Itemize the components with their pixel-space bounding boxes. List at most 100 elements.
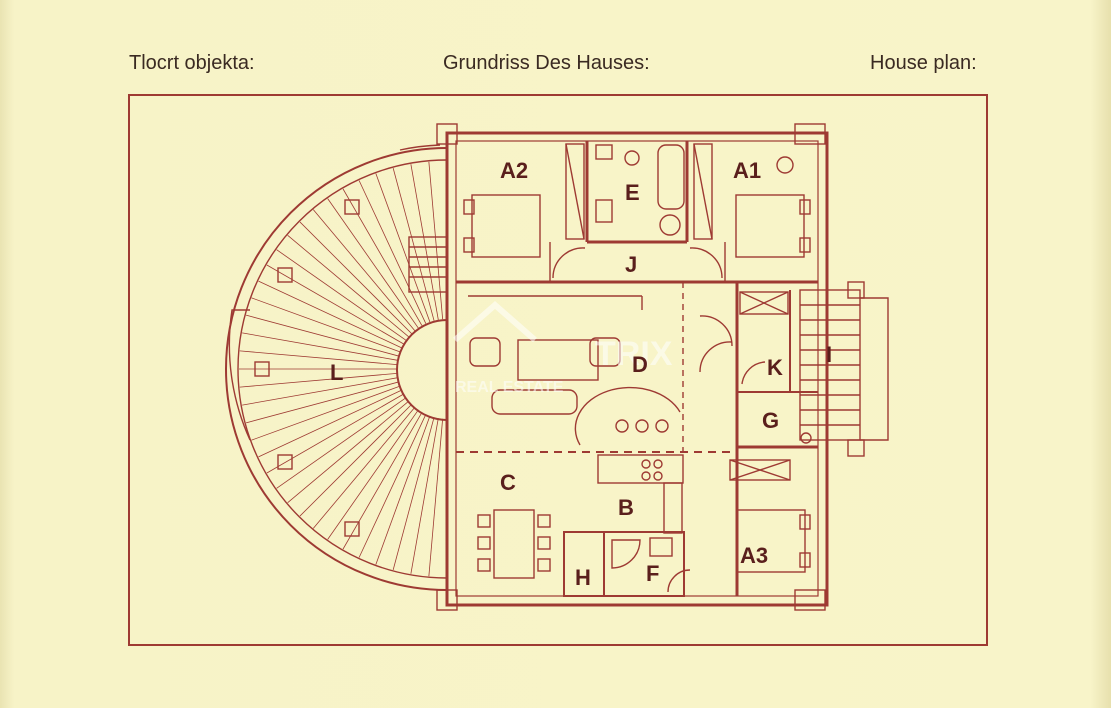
outer-wall <box>445 131 829 607</box>
room-label-c: C <box>500 470 516 495</box>
dining-table <box>493 509 535 579</box>
terrace-plank <box>242 332 398 361</box>
header-croatian: Tlocrt objekta: <box>129 52 255 74</box>
terrace-plank <box>312 407 416 529</box>
armchair <box>589 337 621 367</box>
terrace-plank <box>375 173 431 323</box>
cabinet <box>739 291 789 315</box>
header-german: Grundriss Des Hauses: <box>443 52 650 74</box>
terrace-plank <box>242 377 398 406</box>
terrace-outline <box>225 147 448 591</box>
bar-counter <box>574 386 681 446</box>
terrace-plank <box>287 400 409 504</box>
wardrobe <box>693 143 713 240</box>
terrace-plank <box>299 221 412 334</box>
nightstand <box>799 199 811 215</box>
door-arc <box>689 247 723 279</box>
toilet <box>595 144 613 160</box>
terrace-outline <box>237 159 448 579</box>
room-label-a2: A2 <box>500 158 528 183</box>
room-label-d: D <box>632 352 648 377</box>
terrace-plank <box>276 397 407 489</box>
terrace-plank <box>375 415 431 565</box>
room-label-g: G <box>762 408 779 433</box>
bed <box>735 194 805 258</box>
terrace-plank <box>245 381 399 424</box>
door-arc <box>699 315 733 347</box>
terrace-plank <box>266 264 404 345</box>
washer <box>659 214 681 236</box>
terrace-plank <box>239 372 398 388</box>
wardrobe <box>565 143 585 240</box>
room-label-j: J <box>625 252 637 277</box>
heater <box>800 432 812 444</box>
post <box>344 521 360 537</box>
armchair <box>469 337 501 367</box>
bed <box>736 509 806 573</box>
terrace-plank <box>327 198 419 329</box>
corner-post <box>794 589 826 611</box>
stairs <box>408 236 448 293</box>
terrace-plank <box>342 188 423 326</box>
post <box>344 199 360 215</box>
terrace-bench <box>228 309 251 441</box>
room-label-b: B <box>618 495 634 520</box>
watermark-tagline: REAL ESTATE <box>455 379 564 396</box>
room-label-a1: A1 <box>733 158 761 183</box>
door-arc <box>699 341 733 373</box>
shower <box>611 539 641 569</box>
terrace-plank <box>251 385 401 441</box>
terrace-planks <box>239 161 448 577</box>
terrace-plank <box>392 417 435 571</box>
watermark-brand: TRIX <box>595 335 673 373</box>
toilet <box>624 150 640 166</box>
terrace-plank <box>410 164 439 320</box>
bathtub <box>657 144 685 210</box>
room-label-e: E <box>625 180 640 205</box>
room-label-f: F <box>646 561 659 586</box>
terrace-plank <box>239 350 398 366</box>
nightstand <box>799 237 811 253</box>
room-label-l: L <box>330 360 343 385</box>
terrace-plank <box>392 167 435 321</box>
wardrobe-line <box>693 143 713 240</box>
terrace-plank <box>299 404 412 517</box>
terrace-plank <box>258 280 402 349</box>
table <box>517 339 599 381</box>
terrace-plank <box>358 414 427 558</box>
terrace-plank <box>358 180 427 324</box>
terrace-plank <box>287 234 409 338</box>
room-label-k: K <box>767 355 783 380</box>
nightstand <box>463 199 475 215</box>
plan-frame <box>128 94 988 646</box>
nightstand <box>463 237 475 253</box>
corner-post <box>436 123 458 145</box>
terrace-plank <box>327 409 419 540</box>
terrace-plank <box>342 412 423 550</box>
door-arc <box>667 569 691 593</box>
watermark: TRIX REAL ESTATE <box>453 301 673 396</box>
plant <box>776 156 794 174</box>
post <box>277 267 293 283</box>
kitchen-counter <box>597 454 684 484</box>
sink <box>595 199 613 223</box>
corner-post <box>794 123 826 145</box>
sofa <box>491 389 578 415</box>
sink <box>649 537 673 557</box>
terrace-plank <box>245 314 399 357</box>
room-label-h: H <box>575 565 591 590</box>
terrace-plank <box>258 389 402 458</box>
post <box>277 454 293 470</box>
terrace-plank <box>410 418 439 574</box>
room-label-i: I <box>826 342 832 367</box>
wardrobe <box>729 459 791 481</box>
terrace-plank <box>266 393 404 474</box>
bed <box>471 194 541 258</box>
door-arc <box>552 247 586 279</box>
terrace-plank <box>312 209 416 331</box>
wardrobe-line <box>565 143 585 240</box>
room-label-a3: A3 <box>740 543 768 568</box>
terrace-plank <box>428 161 444 320</box>
